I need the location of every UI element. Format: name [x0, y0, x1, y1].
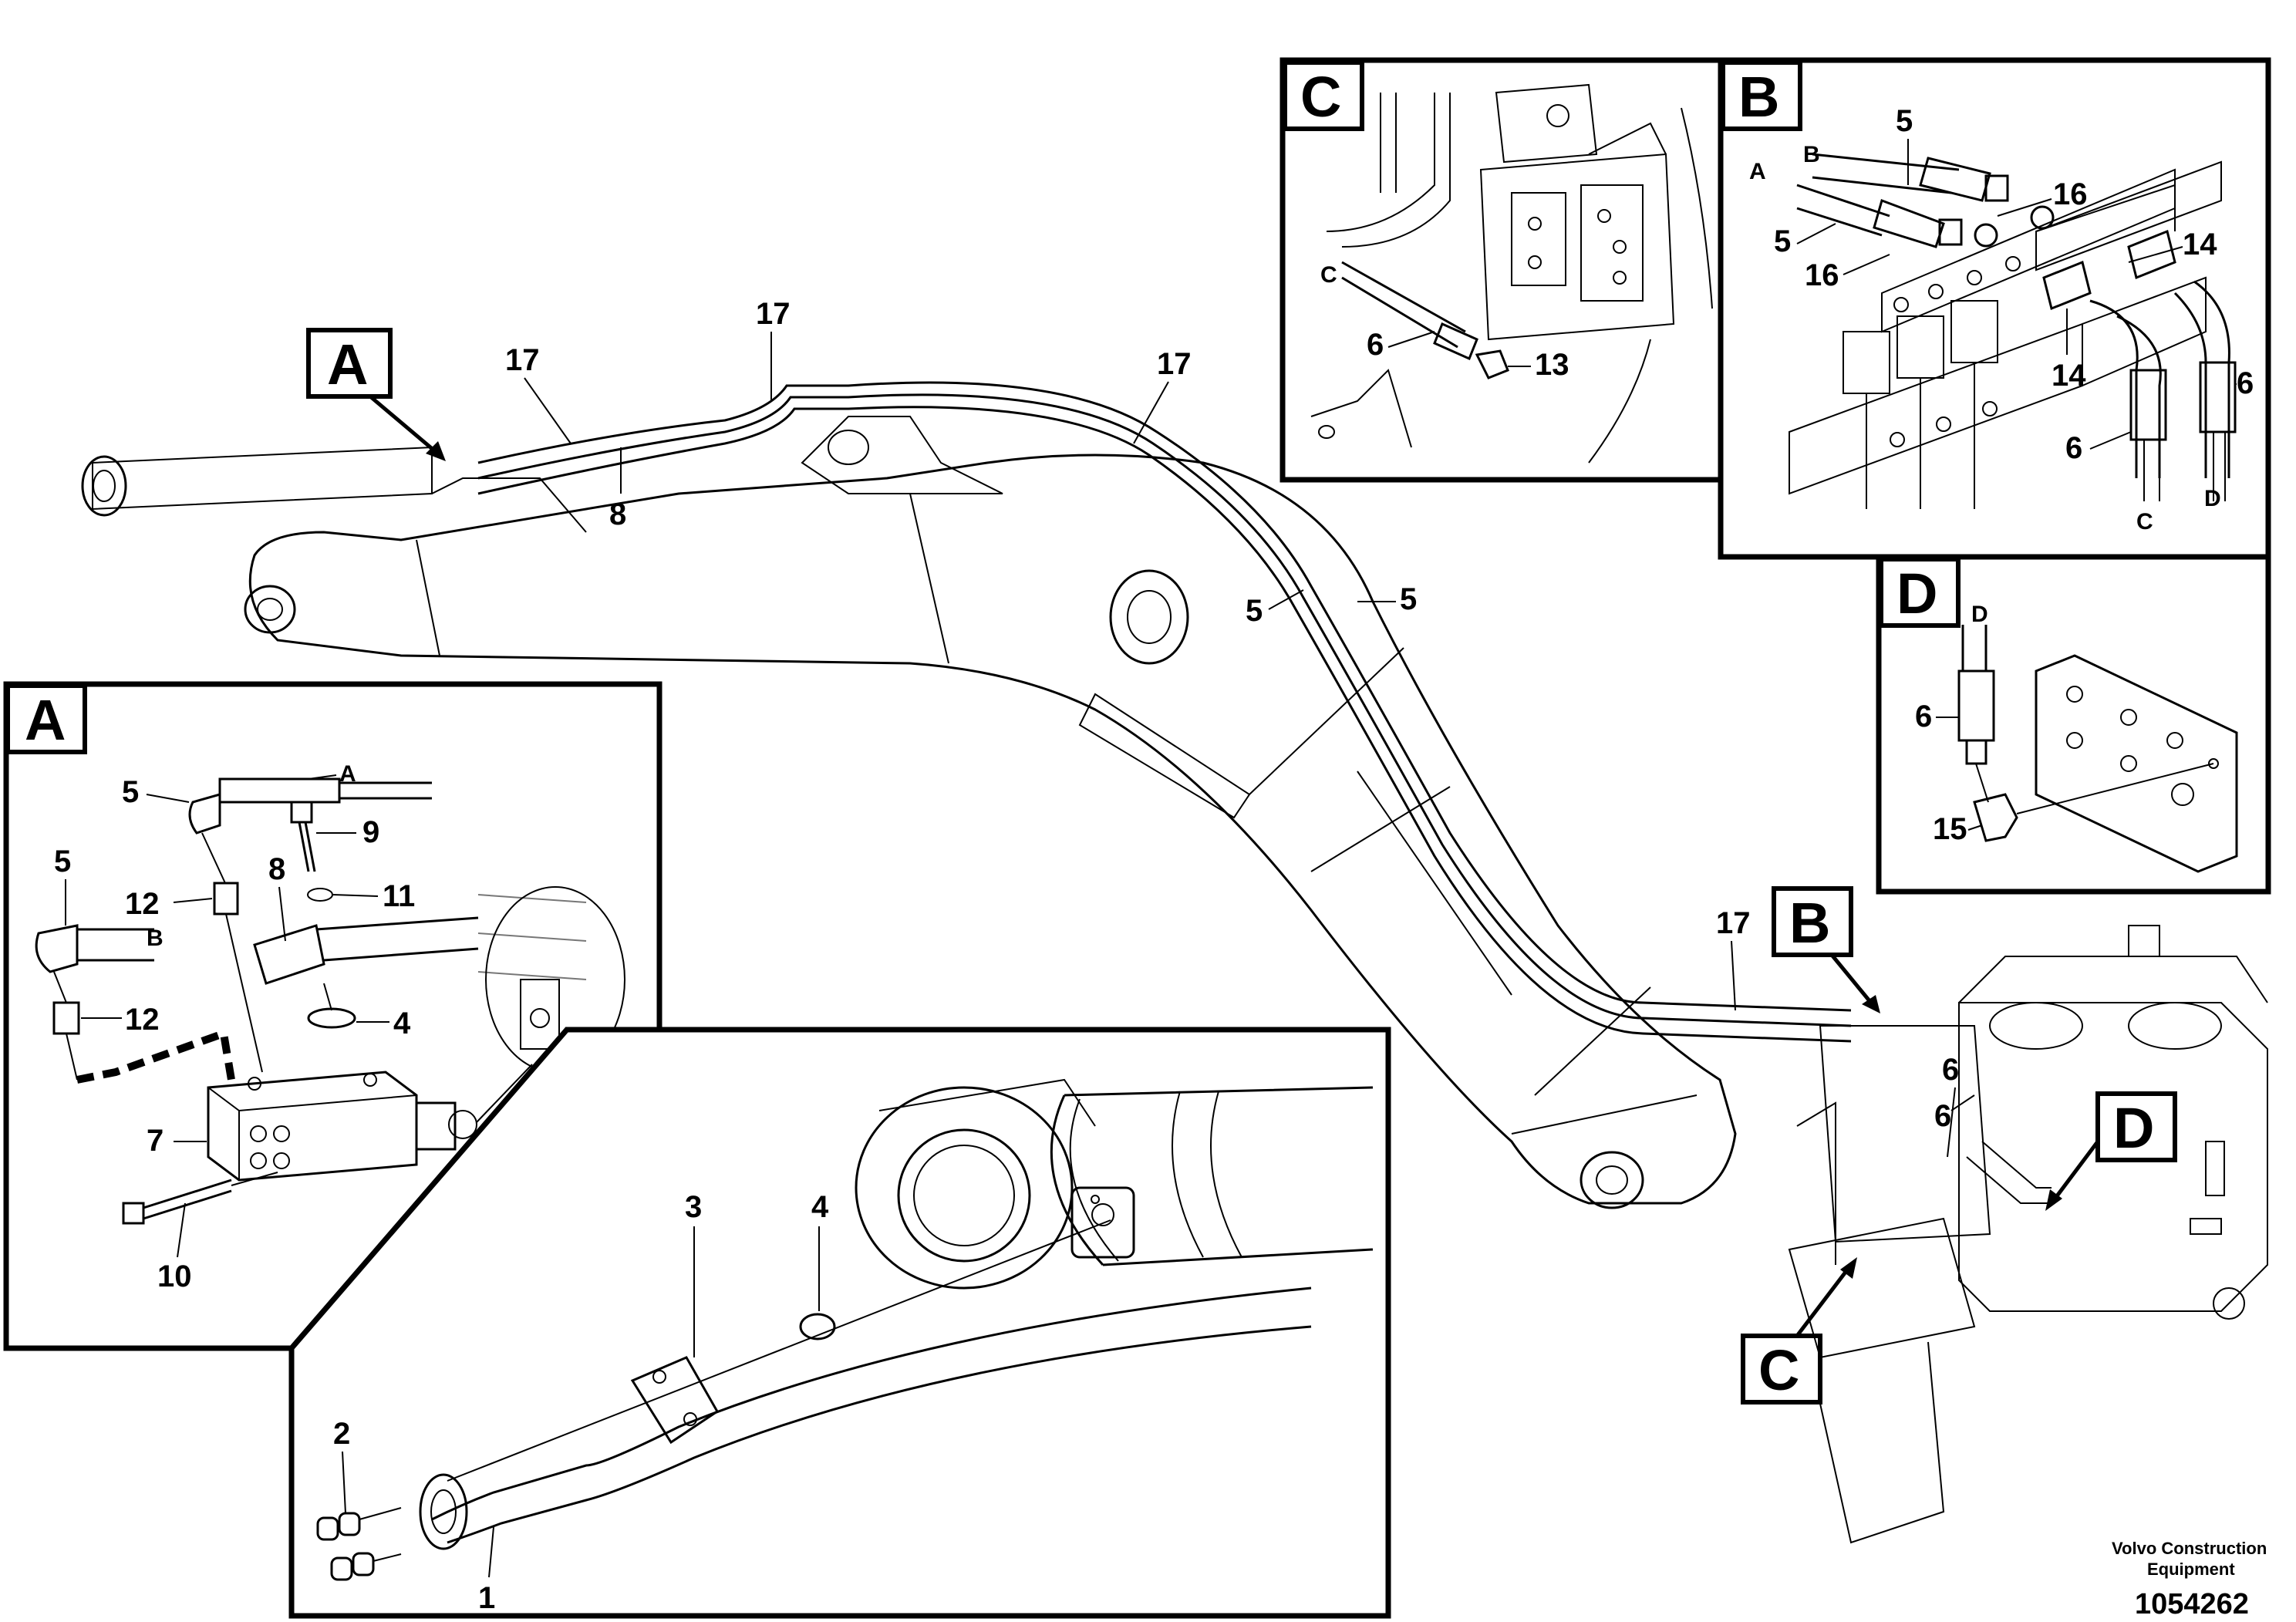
hose-label-a: A — [1749, 159, 1766, 184]
label-17: 17 — [1716, 906, 1751, 940]
label-17: 17 — [1157, 347, 1192, 381]
label-14: 14 — [2183, 228, 2217, 261]
detail-d-labels: D 6 15 — [1915, 602, 1988, 846]
label-6: 6 — [2065, 431, 2082, 465]
label-6: 6 — [1915, 700, 1932, 733]
hose-label-c: C — [1320, 262, 1337, 288]
svg-text:B: B — [1789, 891, 1830, 955]
detail-a-panel: A — [3, 681, 663, 1351]
boom-cylinder — [81, 446, 433, 517]
label-5: 5 — [54, 845, 71, 878]
detail-b-labels: 5 B A 16 5 16 14 14 6 6 C D — [1749, 104, 2254, 534]
svg-text:D: D — [2113, 1096, 2154, 1160]
label-5: 5 — [1400, 582, 1417, 616]
label-15: 15 — [1933, 812, 1967, 846]
label-2: 2 — [333, 1417, 350, 1451]
svg-text:B: B — [1738, 65, 1779, 129]
label-1: 1 — [478, 1581, 495, 1615]
label-4: 4 — [811, 1190, 829, 1224]
control-valve-tank-assembly — [1788, 925, 2268, 1544]
drawing-number: 1054262 — [2135, 1588, 2249, 1620]
label-3: 3 — [685, 1190, 702, 1224]
hose-label-d: D — [1971, 602, 1988, 627]
callout-c-main: C — [1741, 1257, 1857, 1404]
label-8: 8 — [609, 497, 626, 531]
boom-assembly — [81, 381, 1852, 1209]
label-7: 7 — [147, 1124, 164, 1158]
label-12: 12 — [125, 887, 160, 921]
svg-text:A: A — [25, 688, 66, 752]
svg-text:C: C — [1300, 65, 1341, 129]
hose-label-b: B — [1803, 142, 1820, 167]
hose-label-b: B — [147, 926, 164, 951]
brand-line-1: Volvo Construction — [2112, 1539, 2267, 1558]
label-5: 5 — [122, 775, 139, 809]
svg-text:C: C — [1758, 1338, 1799, 1402]
label-14: 14 — [2052, 359, 2086, 393]
footer: Volvo Construction Equipment 1054262 — [2112, 1539, 2267, 1620]
label-13: 13 — [1535, 348, 1569, 382]
lower-detail-labels: 3 4 2 1 — [333, 1190, 829, 1615]
label-10: 10 — [157, 1259, 192, 1293]
hose-label-a: A — [339, 761, 356, 787]
lower-detail-panel — [288, 1027, 1391, 1619]
brand-line-2: Equipment — [2147, 1560, 2235, 1579]
callout-a-main: A — [306, 328, 446, 461]
label-12: 12 — [125, 1003, 160, 1037]
callout-b-main: B — [1772, 886, 1880, 1013]
label-9: 9 — [362, 815, 379, 849]
detail-d-panel: D — [1876, 554, 2271, 895]
label-5: 5 — [1774, 224, 1791, 258]
label-6: 6 — [1942, 1053, 1959, 1087]
label-16: 16 — [2053, 177, 2088, 211]
label-17: 17 — [756, 297, 791, 331]
svg-text:A: A — [327, 332, 368, 396]
detail-c-labels: C 6 13 — [1320, 262, 1569, 382]
main-part-labels: 17 17 17 17 8 5 5 6 6 — [505, 297, 1975, 1158]
label-6: 6 — [2237, 366, 2254, 400]
label-4: 4 — [393, 1007, 411, 1040]
label-16: 16 — [1805, 258, 1839, 292]
detail-c-panel: C — [1279, 57, 1724, 483]
label-6: 6 — [1367, 328, 1384, 362]
detail-b-panel: B — [1718, 57, 2271, 560]
hose-label-c: C — [2136, 509, 2153, 534]
svg-text:D: D — [1896, 561, 1937, 626]
label-17: 17 — [505, 343, 540, 377]
label-5: 5 — [1896, 104, 1913, 138]
label-5: 5 — [1246, 594, 1263, 628]
label-6: 6 — [1934, 1099, 1951, 1133]
callout-d-main: D — [2045, 1091, 2177, 1211]
hose-label-d: D — [2204, 486, 2221, 511]
label-8: 8 — [268, 852, 285, 886]
label-11: 11 — [383, 879, 415, 913]
detail-a-labels: 5 A 9 5 12 8 11 B 12 4 7 10 — [54, 761, 415, 1293]
